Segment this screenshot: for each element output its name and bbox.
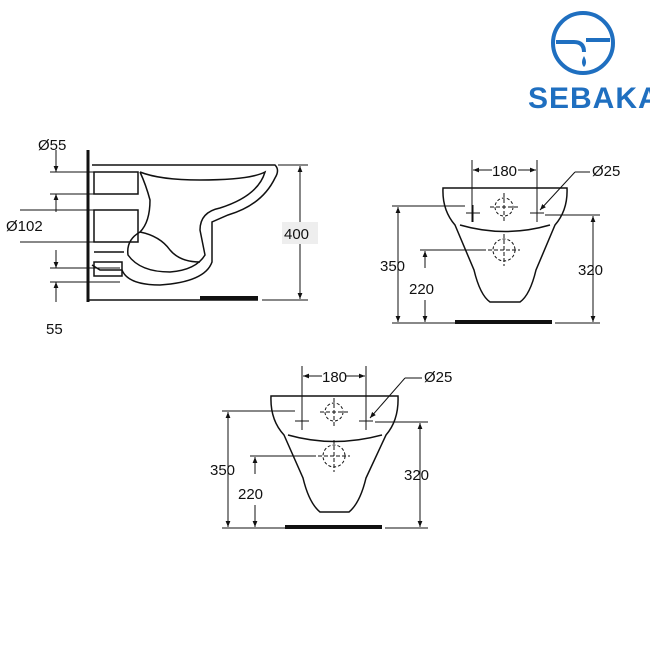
- side-view: [20, 150, 308, 302]
- front1-inner-height-label: 220: [409, 281, 434, 298]
- front2-width-label: 180: [322, 369, 347, 386]
- side-bottom-offset-label: 55: [46, 321, 63, 338]
- front1-right-height-label: 320: [578, 262, 603, 279]
- sebaka-logo: SEBAKA: [528, 11, 650, 115]
- side-pipe-diameter-label: Ø55: [38, 137, 66, 154]
- front1-width-label: 180: [492, 163, 517, 180]
- front2-inner-height-label: 220: [238, 486, 263, 503]
- front1-total-height-label: 350: [380, 258, 405, 275]
- front-view-1: [392, 160, 600, 324]
- front2-hole-label: Ø25: [424, 369, 452, 386]
- side-drain-diameter-label: Ø102: [6, 218, 43, 235]
- side-height-label: 400: [284, 226, 309, 243]
- front1-hole-label: Ø25: [592, 163, 620, 180]
- front2-right-height-label: 320: [404, 467, 429, 484]
- height-label-bg: [282, 222, 318, 244]
- faucet-drop-icon: [551, 11, 615, 75]
- brand-name: SEBAKA: [528, 82, 650, 115]
- front-view-2: [222, 366, 428, 529]
- front2-total-height-label: 350: [210, 462, 235, 479]
